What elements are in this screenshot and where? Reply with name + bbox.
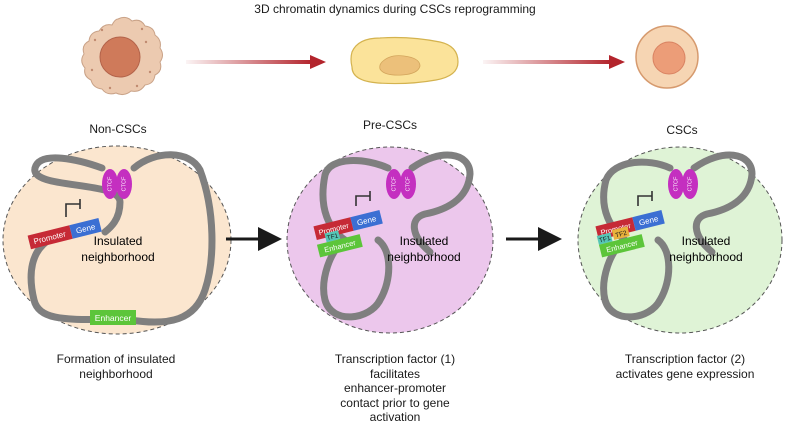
panel-cscs: CTCF CTCF Promoter Gene TF1 TF2 Enhancer… [577, 146, 783, 334]
caption-cscs: Transcription factor (2) activates gene … [585, 352, 785, 381]
insulated-label-line2: neighborhood [81, 250, 154, 264]
panel-non-cscs: CTCF CTCF Promoter Gene Insulated neighb… [2, 145, 232, 335]
insulated-label-line1: Insulated [94, 234, 143, 248]
stage-label-non-cscs: Non-CSCs [89, 122, 147, 136]
caption-line: activation [369, 410, 421, 424]
caption-line: Formation of insulated [56, 352, 176, 366]
caption-line: enhancer-promoter [343, 381, 447, 395]
enhancer-label: Enhancer [95, 313, 132, 323]
caption-line: Transcription factor (1) [334, 352, 456, 366]
insulated-label-line1: Insulated [400, 234, 449, 248]
insulated-label-line1: Insulated [682, 234, 731, 248]
panel-pre-cscs: CTCF CTCF Promoter Gene TF1 Enhancer Ins… [286, 146, 494, 334]
csc-cell-icon [635, 25, 699, 89]
figure-title: 3D chromatin dynamics during CSCs reprog… [254, 2, 536, 16]
tf1-label: TF1 [326, 232, 339, 242]
cell-row [81, 16, 699, 96]
ctcf-label: CTCF [673, 176, 679, 191]
caption-pre-cscs: Transcription factor (1) facilitates enh… [300, 352, 490, 425]
ctcf-label: CTCF [121, 176, 127, 191]
red-arrow-1 [186, 55, 326, 69]
non-csc-cell-icon [81, 16, 163, 96]
caption-line: facilitates [369, 366, 421, 381]
ctcf-label: CTCF [107, 176, 113, 191]
tf1-label: TF1 [598, 235, 611, 245]
ctcf-label: CTCF [391, 176, 397, 191]
insulated-label-line2: neighborhood [669, 250, 742, 264]
caption-line: activates gene expression [615, 366, 755, 381]
caption-line: neighborhood [79, 366, 153, 381]
stage-label-cscs: CSCs [666, 123, 698, 137]
chromatin-diagrams: CTCF CTCF Promoter Gene Insulated neighb… [2, 145, 783, 335]
pre-csc-cell-icon [350, 36, 459, 85]
caption-line: contact prior to gene [340, 395, 450, 410]
tf2-label: TF2 [615, 230, 628, 240]
ctcf-label: CTCF [687, 176, 693, 191]
red-arrow-2 [483, 55, 625, 69]
caption-non-cscs: Formation of insulated neighborhood [16, 352, 216, 381]
stage-label-pre-cscs: Pre-CSCs [362, 118, 417, 132]
caption-line: Transcription factor (2) [624, 352, 746, 366]
ctcf-label: CTCF [405, 176, 411, 191]
insulated-label-line2: neighborhood [387, 250, 460, 264]
